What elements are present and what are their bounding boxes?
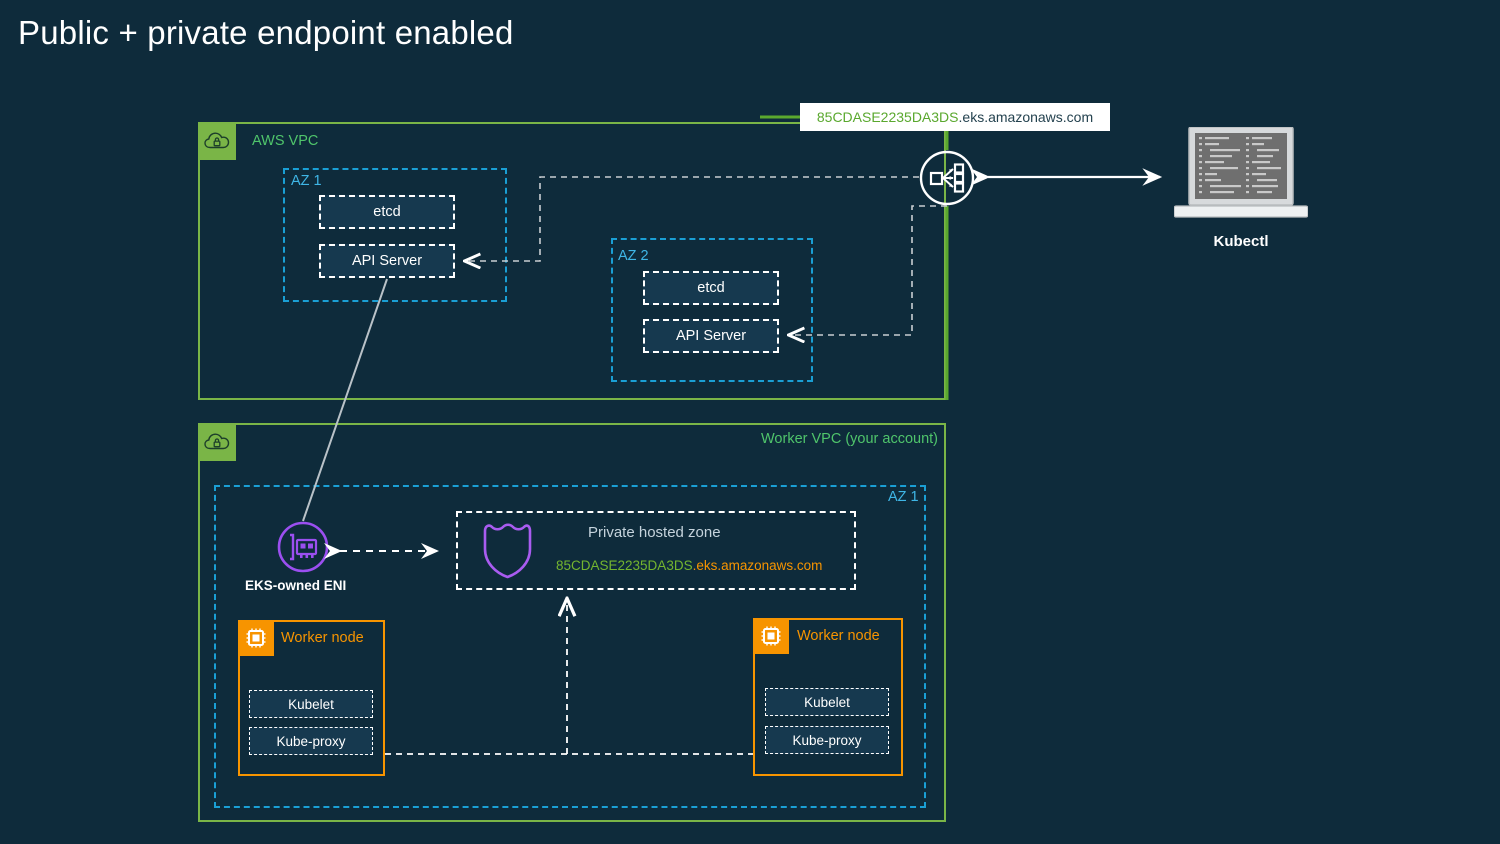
- worker-vpc-az1-label: AZ 1: [888, 489, 919, 505]
- az2-api-server-box: API Server: [643, 319, 779, 353]
- worker-node-right-kubelet: Kubelet: [765, 688, 889, 716]
- worker-node-right-label: Worker node: [797, 628, 880, 644]
- network-interface-icon: [277, 521, 329, 573]
- worker-node-right-kubeproxy: Kube-proxy: [765, 726, 889, 754]
- kubectl-label: Kubectl: [1213, 233, 1269, 250]
- az2-etcd-box: etcd: [643, 271, 779, 305]
- phz-domain-suffix: .eks.amazonaws.com: [692, 558, 823, 573]
- az1-api-server-box: API Server: [319, 244, 455, 278]
- page-title: Public + private endpoint enabled: [18, 14, 514, 51]
- aws-vpc-az2-label: AZ 2: [618, 248, 649, 264]
- endpoint-id-text: 85CDASE2235DA3DS: [816, 109, 959, 125]
- worker-vpc-label: Worker VPC (your account): [761, 431, 939, 447]
- ec2-chip-icon: [238, 620, 274, 656]
- phz-domain-id: 85CDASE2235DA3DS: [556, 558, 693, 573]
- laptop-terminal-icon: [1173, 126, 1309, 227]
- private-hosted-zone-container: [456, 511, 856, 590]
- worker-vpc-container: [198, 423, 946, 822]
- ec2-chip-icon: [753, 618, 789, 654]
- worker-node-left-kubeproxy: Kube-proxy: [249, 727, 373, 755]
- aws-vpc-az1-label: AZ 1: [291, 173, 322, 189]
- worker-node-right-container: [753, 618, 903, 776]
- worker-node-left-container: [238, 620, 385, 776]
- route53-shield-icon: [481, 519, 533, 581]
- worker-vpc-az1-container: [214, 485, 926, 808]
- endpoint-domain-text: .eks.amazonaws.com: [958, 109, 1094, 125]
- cloud-lock-icon: [198, 423, 236, 461]
- worker-node-left-label: Worker node: [281, 630, 364, 646]
- network-endpoint-icon: [919, 150, 975, 206]
- worker-node-left-kubelet: Kubelet: [249, 690, 373, 718]
- private-hosted-zone-domain: 85CDASE2235DA3DS.eks.amazonaws.com: [556, 558, 822, 573]
- eni-label: EKS-owned ENI: [245, 578, 347, 593]
- cloud-lock-icon: [198, 122, 236, 160]
- aws-vpc-label: AWS VPC: [252, 133, 319, 149]
- az1-etcd-box: etcd: [319, 195, 455, 229]
- private-hosted-zone-title: Private hosted zone: [588, 524, 721, 541]
- endpoint-url-label: 85CDASE2235DA3DS.eks.amazonaws.com: [800, 103, 1110, 131]
